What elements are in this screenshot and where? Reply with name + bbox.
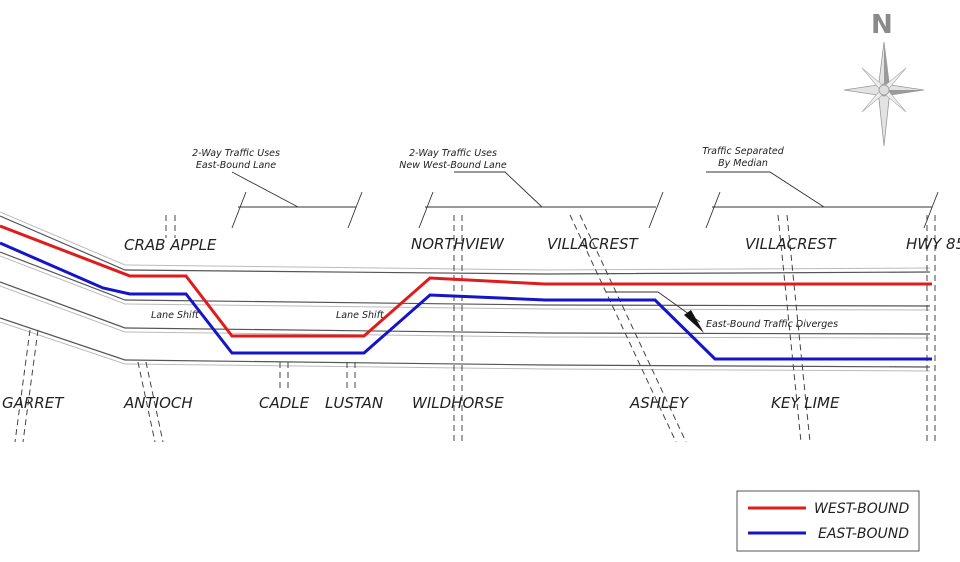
street-label-ashley: ASHLEY	[629, 394, 690, 412]
street-label-northview: NORTHVIEW	[411, 235, 505, 253]
phase1-note-line1: 2-Way Traffic Uses	[192, 148, 280, 159]
phase3-note-line1: Traffic Separated	[702, 146, 785, 157]
street-label-lustan: LUSTAN	[325, 394, 383, 412]
road-edge-3	[0, 281, 931, 335]
street-label-villacrest: VILLACREST	[547, 235, 640, 253]
legend: WEST-BOUND EAST-BOUND	[736, 490, 920, 552]
phase2-note-line1: 2-Way Traffic Uses	[409, 148, 497, 159]
phase-brackets	[231, 171, 939, 333]
legend-east-label: EAST-BOUND	[818, 526, 909, 542]
phase3-note-line2: By Median	[718, 158, 768, 169]
street-label-hwy85: HWY 85	[906, 235, 960, 253]
phase1-note-line2: East-Bound Lane	[196, 160, 276, 171]
street-label-villacrest-east: VILLACREST	[745, 235, 838, 253]
street-label-crab-apple: CRAB APPLE	[124, 236, 217, 254]
west-bound-route	[0, 224, 932, 338]
lane-shift-label-east: Lane Shift	[336, 310, 385, 321]
street-label-cadle: CADLE	[259, 394, 310, 412]
lane-shift-label-west: Lane Shift	[151, 310, 200, 321]
diverge-arrowhead	[684, 310, 704, 333]
compass-rose-icon: N	[843, 10, 925, 147]
compass-north-letter: N	[871, 10, 893, 40]
cross-streets	[14, 214, 936, 443]
road-edge-2	[0, 251, 931, 307]
diverge-note: East-Bound Traffic Diverges	[706, 319, 838, 330]
street-label-key-lime: KEY LIME	[771, 394, 840, 412]
road-edge-1	[0, 215, 931, 275]
east-bound-route	[0, 241, 932, 361]
legend-west-label: WEST-BOUND	[814, 501, 910, 517]
street-label-antioch: ANTIOCH	[123, 394, 193, 412]
street-label-garret: GARRET	[2, 394, 65, 412]
street-label-wildhorse: WILDHORSE	[412, 394, 504, 412]
phase2-note-line2: New West-Bound Lane	[399, 160, 507, 171]
road-edge-4	[0, 317, 931, 368]
